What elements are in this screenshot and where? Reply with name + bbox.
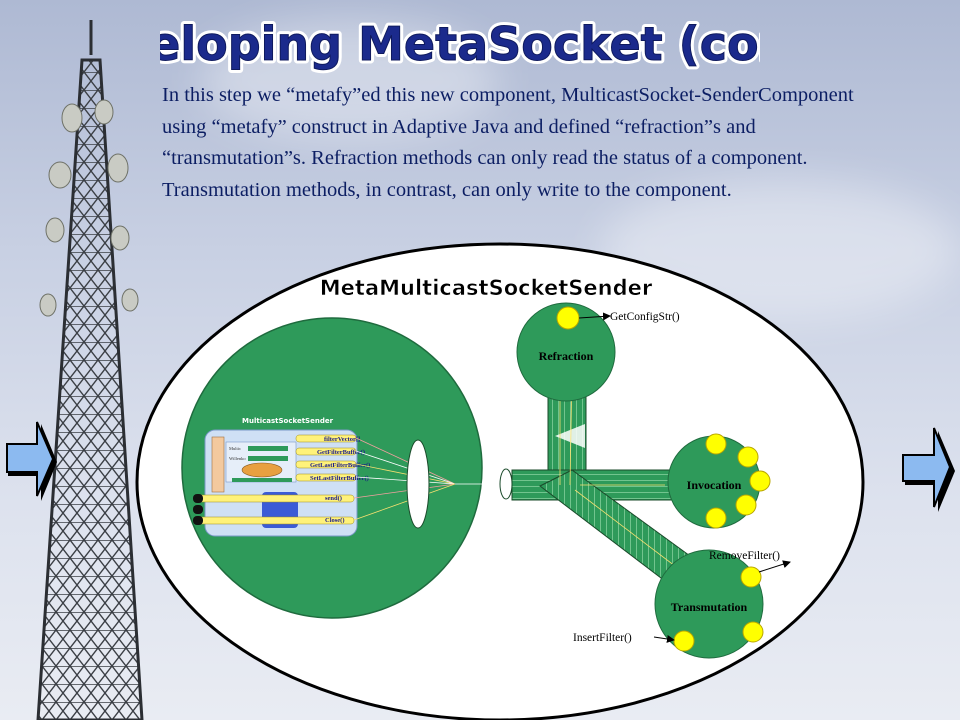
transmutation-label: Transmutation [671,600,748,614]
lens [406,439,430,529]
inner-method-label: SetLastFilterBuffer() [310,475,369,482]
inner-method-bars [193,434,357,525]
page-title: Developing MetaSocket (cont.): Developin… [160,14,760,75]
inner-method-label: GetLastFilterBuffer() [310,462,370,469]
inner-method-label: GetFilterBuffer() [317,449,365,456]
pipe-diagonal [539,469,713,601]
invocation-ports [705,433,771,529]
inner-small-label: Willenko [229,456,246,461]
pipe-highlight [555,424,585,448]
component-circle [181,317,483,619]
get-config-port [556,306,580,330]
invocation-label: Invocation [687,478,742,492]
remove-filter-label: RemoveFilter() [709,550,780,562]
transmutation-ports [673,566,764,652]
inner-buffer-shape [241,462,283,478]
background-cloud [200,20,500,140]
insert-filter-arrow [653,635,675,643]
inner-bar [232,478,292,482]
right-arrow-icon [902,427,955,512]
inner-side-strip [211,436,225,493]
inner-block [225,441,297,483]
inner-method-label: filterVector[] [324,436,360,443]
pipe-rays [559,369,701,586]
inner-bar [248,446,288,451]
pipe-vertical [547,359,587,476]
inner-bar [248,456,288,461]
left-arrow-icon [6,421,57,501]
inner-component-panel [204,429,358,537]
tower-illustration [36,20,144,720]
refraction-label: Refraction [539,349,594,363]
description-text: In this step we “metafy”ed this new comp… [162,84,854,201]
inner-method-label: send() [325,495,342,502]
pipe-horizontal [511,469,673,501]
remove-filter-arrow [758,560,791,573]
inner-small-label: Multic [229,446,241,451]
inner-component-label: MulticastSocketSender [242,417,334,425]
inner-method-label: Close() [325,517,345,524]
title-outline: Developing MetaSocket (cont.): [160,17,760,71]
focus-rays [353,437,505,521]
diagram-title: MetaMulticastSocketSender [320,276,653,300]
title-text: Developing MetaSocket (cont.): [160,17,760,71]
lens-small [499,468,513,500]
inner-send-block [262,492,298,528]
transmutation-node [654,549,764,659]
insert-filter-label: InsertFilter() [573,632,632,644]
next-slide-button[interactable] [900,425,958,515]
get-config-arrow [578,312,611,321]
invocation-node [667,435,761,529]
refraction-node [516,302,616,402]
get-config-label: GetConfigStr() [610,311,680,323]
prev-slide-button[interactable] [5,420,60,505]
